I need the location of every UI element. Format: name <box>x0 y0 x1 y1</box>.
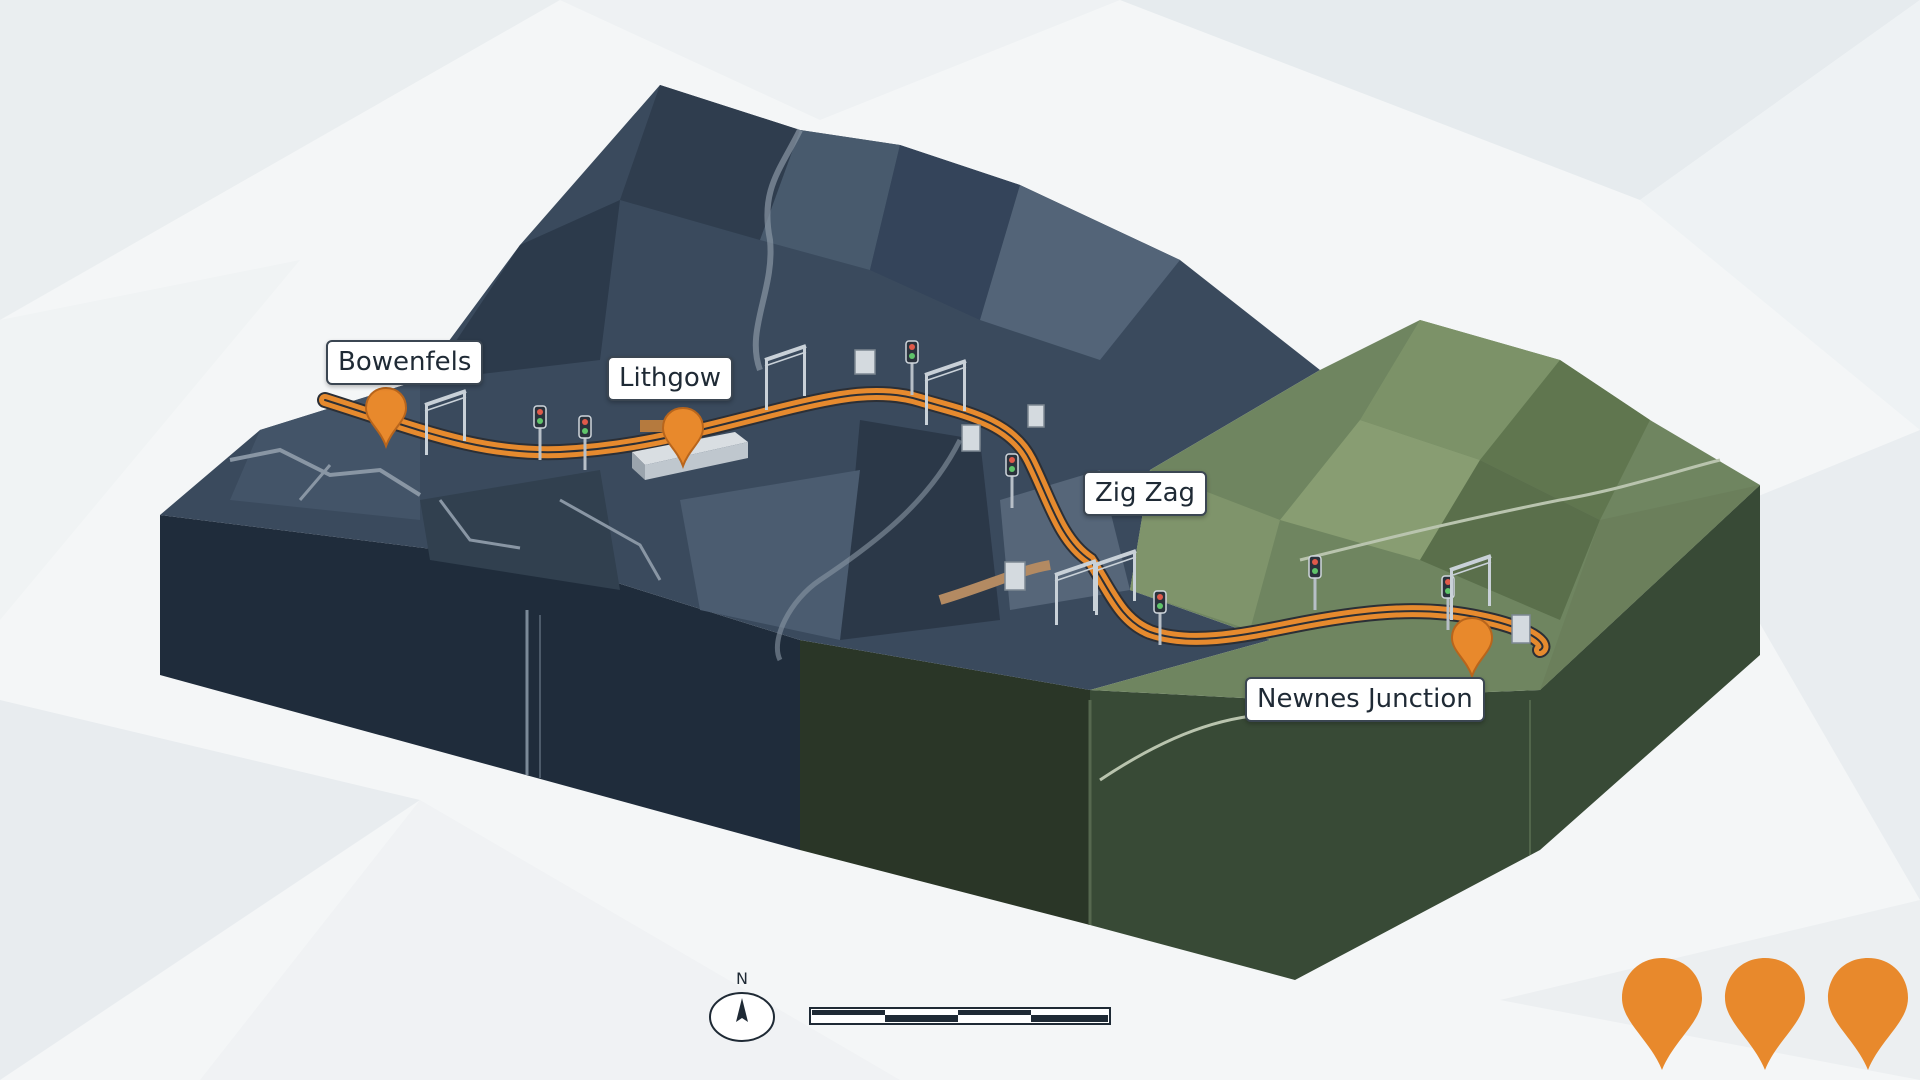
railway-route <box>317 385 1551 658</box>
place-label-bowenfels[interactable]: Bowenfels <box>326 340 484 385</box>
scale-bar <box>809 1007 1111 1025</box>
marker-icon <box>1828 958 1908 1070</box>
place-label-lithgow[interactable]: Lithgow <box>607 356 734 401</box>
marker-icon <box>1725 958 1805 1070</box>
place-label-zig-zag[interactable]: Zig Zag <box>1083 471 1208 516</box>
marker-icon <box>1622 958 1702 1070</box>
place-label-newnes-junction[interactable]: Newnes Junction <box>1245 677 1485 722</box>
rail-infrastructure <box>423 340 1531 646</box>
green-terrain <box>1090 320 1760 782</box>
terrain-block-sides <box>160 485 1760 980</box>
brand-logo <box>1622 958 1908 1070</box>
compass-label: N <box>736 969 748 988</box>
dark-terrain <box>160 85 1320 690</box>
compass-icon: N <box>709 969 775 1042</box>
